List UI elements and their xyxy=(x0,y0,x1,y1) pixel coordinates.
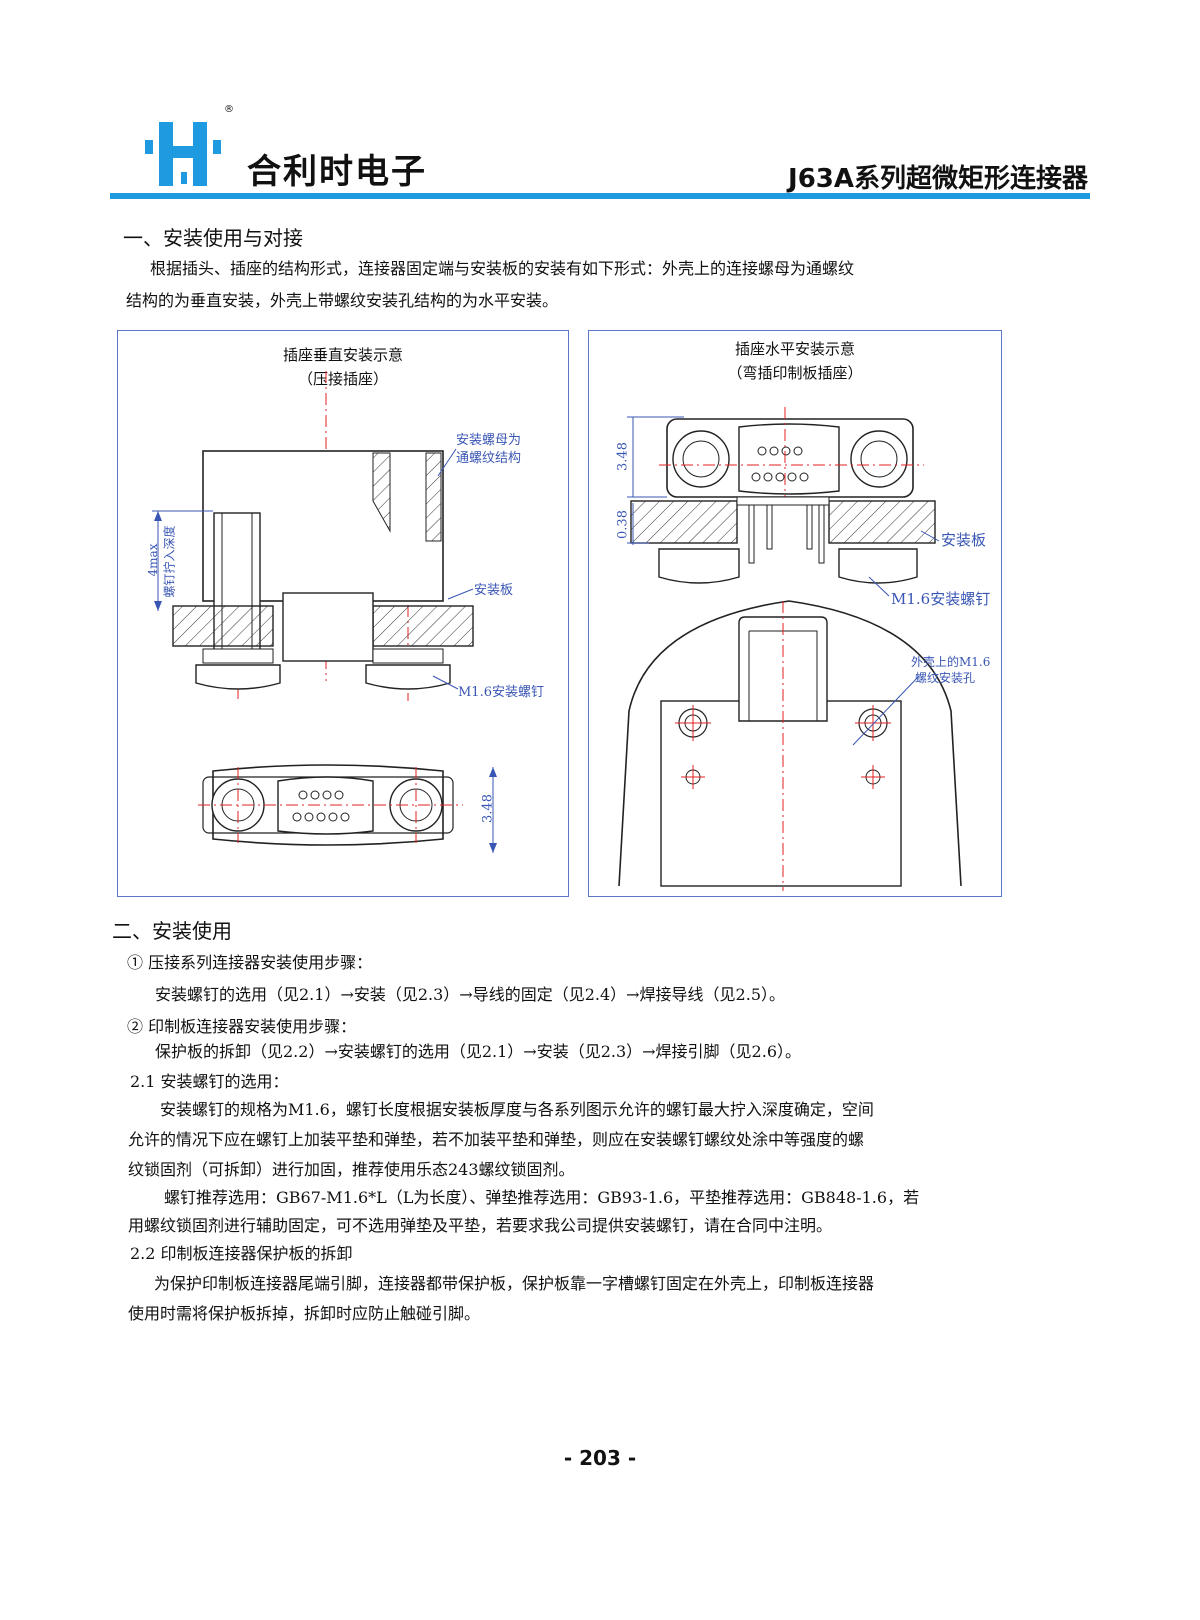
callout-nut-line2: 通螺纹结构 xyxy=(456,451,522,466)
header-rule xyxy=(110,193,1090,199)
registered-mark: ® xyxy=(224,104,234,115)
figure-left-subtitle: （压接插座） xyxy=(297,370,388,388)
callout-screw-right: M1.6安装螺钉 xyxy=(891,590,991,608)
figure-vertical-mount: 插座垂直安装示意 （压接插座） xyxy=(117,330,569,897)
callout-hole-line1: 外壳上的M1.6 xyxy=(911,655,991,669)
callout-plate-right: 安装板 xyxy=(941,531,987,549)
callout-screw: M1.6安装螺钉 xyxy=(458,685,544,700)
dim-height-right: 3.48 xyxy=(615,442,631,471)
callout-hole-line2: 螺纹安装孔 xyxy=(915,671,976,685)
figure-right-title: 插座水平安装示意 xyxy=(734,340,855,358)
section1-heading: 一、安装使用与对接 xyxy=(123,226,303,250)
section2-heading: 二、安装使用 xyxy=(112,919,232,943)
s21-line1: 安装螺钉的规格为M1.6，螺钉长度根据安装板厚度与各系列图示允许的螺钉最大拧入深… xyxy=(160,1100,874,1119)
item2-steps: 保护板的拆卸（见2.2）→安装螺钉的选用（见2.1）→安装（见2.3）→焊接引脚… xyxy=(155,1042,802,1061)
dim-depth-label: 螺钉拧入深度 xyxy=(162,525,177,598)
s22-title: 2.2 印制板连接器保护板的拆卸 xyxy=(130,1244,353,1263)
item2-title: ② 印制板连接器安装使用步骤： xyxy=(127,1017,357,1036)
dim-height-left: 3.48 xyxy=(480,794,496,823)
s21-line2: 允许的情况下应在螺钉上加装平垫和弹垫，若不加装平垫和弹垫，则应在安装螺钉螺纹处涂… xyxy=(128,1130,865,1149)
item1-title: ① 压接系列连接器安装使用步骤： xyxy=(127,953,373,972)
dim-gap-right: 0.38 xyxy=(615,510,631,539)
item1-steps: 安装螺钉的选用（见2.1）→安装（见2.3）→导线的固定（见2.4）→焊接导线（… xyxy=(155,985,786,1004)
s21-line3: 纹锁固剂（可拆卸）进行加固，推荐使用乐态243螺纹锁固剂。 xyxy=(128,1160,575,1179)
figure-horizontal-mount: 插座水平安装示意 （弯插印制板插座） xyxy=(588,330,1002,897)
s22-line2: 使用时需将保护板拆掉，拆卸时应防止触碰引脚。 xyxy=(128,1304,481,1323)
s21-line5: 用螺纹锁固剂进行辅助固定，可不选用弹垫及平垫，若要求我公司提供安装螺钉，请在合同… xyxy=(128,1216,833,1235)
s21-line4: 螺钉推荐选用：GB67-M1.6*L（L为长度）、弹垫推荐选用：GB93-1.6… xyxy=(164,1188,920,1207)
dim-depth-max: 4max xyxy=(146,543,160,577)
callout-nut-line1: 安装螺母为 xyxy=(456,433,522,448)
company-logo-icon xyxy=(145,122,221,186)
callout-plate: 安装板 xyxy=(474,583,514,598)
figure-right-subtitle: （弯插印制板插座） xyxy=(727,364,863,382)
horizontal-mount-drawing xyxy=(618,407,962,891)
s22-line1: 为保护印制板连接器尾端引脚，连接器都带保护板，保护板靠一字槽螺钉固定在外壳上，印… xyxy=(154,1274,875,1293)
vertical-mount-drawing xyxy=(152,371,497,853)
brand-name: 合利时电子 xyxy=(247,152,427,192)
section1-para-line2: 结构的为垂直安装，外壳上带螺纹安装孔结构的为水平安装。 xyxy=(126,291,559,310)
figure-left-title: 插座垂直安装示意 xyxy=(282,346,403,364)
s21-title: 2.1 安装螺钉的选用： xyxy=(130,1072,289,1091)
series-title: J63A系列超微矩形连接器 xyxy=(788,164,1088,194)
page-number: - 203 - xyxy=(563,1446,637,1470)
section1-para-line1: 根据插头、插座的结构形式，连接器固定端与安装板的安装有如下形式：外壳上的连接螺母… xyxy=(150,259,855,278)
